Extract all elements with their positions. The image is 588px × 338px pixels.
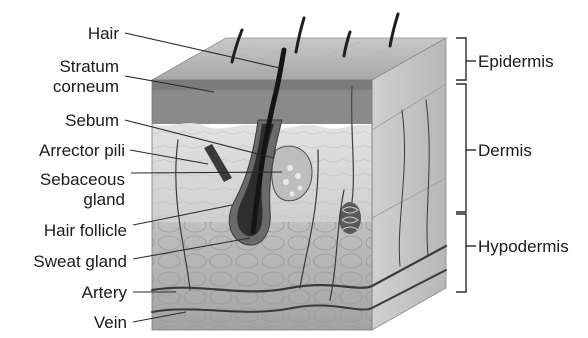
label-sweat-gland: Sweat gland xyxy=(33,252,127,271)
label-stratum: Stratum xyxy=(59,57,119,76)
label-corneum: corneum xyxy=(53,77,119,96)
label-sebaceous: Sebaceous xyxy=(40,170,125,189)
layer-brackets xyxy=(456,38,476,292)
label-hair: Hair xyxy=(88,24,120,43)
label-arrector-pili: Arrector pili xyxy=(39,141,125,160)
label-vein: Vein xyxy=(94,313,127,332)
label-hair-follicle: Hair follicle xyxy=(44,221,127,240)
label-sebum: Sebum xyxy=(65,111,119,130)
label-dermis: Dermis xyxy=(478,141,532,160)
label-epidermis: Epidermis xyxy=(478,52,554,71)
label-gland: gland xyxy=(83,190,125,209)
label-artery: Artery xyxy=(82,283,128,302)
label-hypodermis: Hypodermis xyxy=(478,237,569,256)
